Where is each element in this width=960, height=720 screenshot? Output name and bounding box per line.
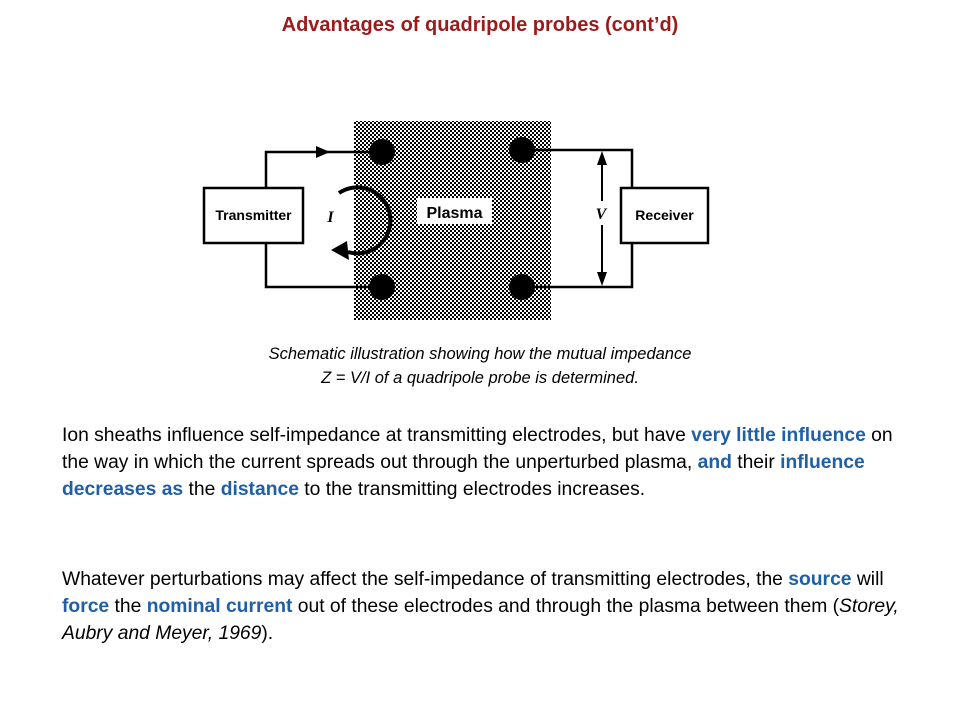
quadripole-schematic: Transmitter Receiver Plasma I V — [202, 121, 710, 320]
p2-text-4: out of these electrodes and through the … — [292, 596, 840, 617]
paragraph-perturbations: Whatever perturbations may affect the se… — [62, 566, 912, 647]
p2-highlight-force: force — [62, 596, 110, 617]
p1-text-5: to the transmitting electrodes increases… — [298, 479, 646, 500]
p2-highlight-nominal-current: nominal current — [146, 596, 293, 617]
p1-text-1: Ion sheaths influence self-impedance at … — [62, 425, 692, 446]
figure-caption: Schematic illustration showing how the m… — [0, 342, 960, 390]
current-loop-arc — [337, 185, 393, 256]
transmitter-label: Transmitter — [215, 207, 292, 223]
p1-highlight-distance: distance — [220, 479, 299, 500]
p1-highlight-very-little-influence: very little influence — [691, 425, 866, 446]
voltage-symbol: V — [596, 206, 608, 223]
plasma-label-box — [417, 198, 492, 224]
transmitter-box — [202, 186, 305, 245]
caption-line-2: Z = V/I of a quadripole probe is determi… — [321, 369, 639, 387]
p1-text-3: their — [731, 452, 781, 473]
current-loop-arrow-icon — [331, 241, 349, 260]
current-symbol: I — [326, 209, 334, 226]
p1-text-2: on the way in which the current spreads … — [62, 425, 893, 473]
voltage-symbol-box — [589, 201, 613, 225]
paragraph-ion-sheaths: Ion sheaths influence self-impedance at … — [62, 422, 912, 503]
p2-text-5: ). — [261, 623, 274, 644]
p2-text-3: the — [109, 596, 147, 617]
receiver-label: Receiver — [635, 207, 694, 223]
plasma-label: Plasma — [426, 205, 482, 222]
receiver-box — [619, 186, 710, 245]
receiver-top-wire — [523, 148, 634, 188]
p1-highlight-and: and — [697, 452, 732, 473]
receiving-electrode-bottom — [509, 274, 535, 300]
p1-text-4: the — [183, 479, 221, 500]
p2-text-1: Whatever perturbations may affect the se… — [62, 569, 789, 590]
slide-title: Advantages of quadripole probes (cont’d) — [281, 14, 679, 36]
caption-line-1: Schematic illustration showing how the m… — [268, 345, 692, 363]
p1-highlight-influence-decreases: influence decreases as — [62, 452, 865, 500]
current-flow-arrow-icon — [316, 146, 330, 158]
transmitter-bottom-wire — [264, 243, 382, 289]
receiving-electrode-top — [509, 137, 535, 163]
current-symbol-box — [319, 204, 342, 228]
p2-highlight-source: source — [788, 569, 852, 590]
transmitting-electrode-bottom — [369, 274, 395, 300]
voltage-arrow-up-icon — [597, 151, 607, 165]
voltage-arrow-down-icon — [597, 272, 607, 286]
receiver-bottom-wire — [523, 243, 634, 289]
transmitter-top-wire — [264, 150, 382, 188]
p2-text-2: will — [851, 569, 884, 590]
p2-citation: Storey, Aubry and Meyer, 1969 — [62, 596, 899, 644]
transmitting-electrode-top — [369, 139, 395, 165]
